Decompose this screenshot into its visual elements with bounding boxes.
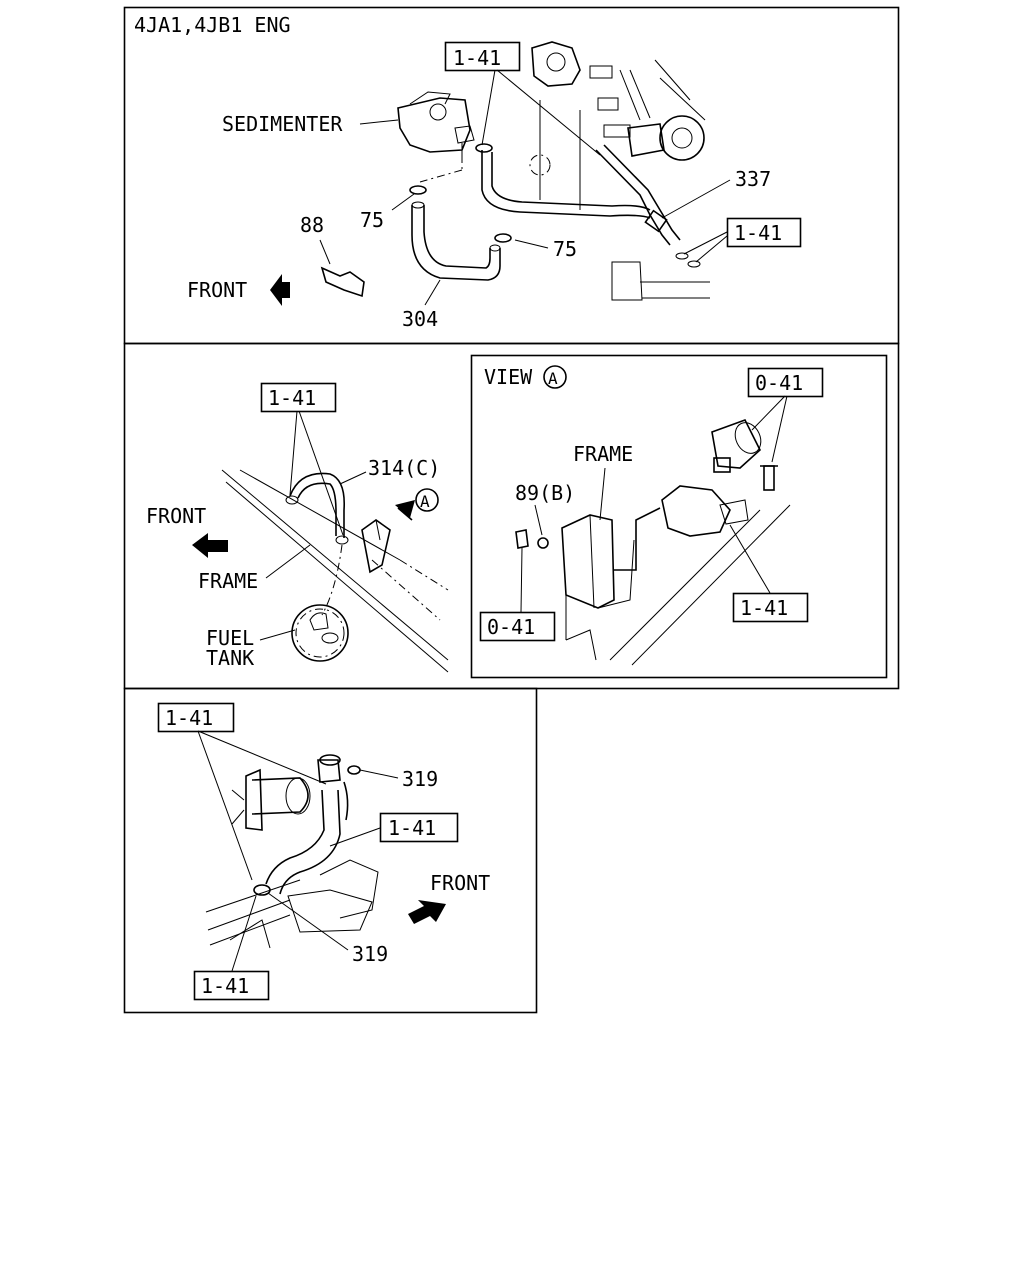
panel-engine: 4JA1,4JB1 ENG 1-41 SEDIMENTER 75 75 304	[134, 13, 802, 331]
tank-label: TANK	[206, 646, 254, 670]
ref-label-pump-top: 1-41	[165, 706, 213, 730]
ref-label-right: 1-41	[734, 221, 782, 245]
fuel-filter	[711, 419, 778, 491]
panel-view-a-frame	[470, 354, 888, 679]
hose-314c	[289, 472, 346, 538]
ref-label-view-bl: 0-41	[487, 615, 535, 639]
injection-pump	[529, 41, 706, 210]
ref-label-pump-bottom: 1-41	[201, 974, 249, 998]
part-314c: 314(C)	[368, 456, 440, 480]
view-a-circle	[543, 365, 567, 389]
part-75-a: 75	[360, 208, 384, 232]
view-marker-a: A	[420, 492, 430, 511]
ref-label-tank: 1-41	[268, 386, 316, 410]
sedimenter-label: SEDIMENTER	[222, 112, 343, 136]
filter-bracket	[561, 514, 615, 609]
part-88: 88	[300, 213, 324, 237]
ref-box-view-bl	[479, 611, 556, 642]
ref-label-top: 1-41	[453, 46, 501, 70]
ref-label-view-top: 0-41	[755, 371, 803, 395]
filter-clamp	[661, 485, 731, 537]
view-label: VIEW	[484, 365, 533, 389]
part-89b: 89(B)	[515, 481, 575, 505]
ref-label-view-br: 1-41	[740, 596, 788, 620]
hose-304-outer	[411, 205, 501, 281]
front-label-4: FRONT	[430, 871, 490, 895]
clamp-75-a	[409, 185, 427, 195]
frame-label-view: FRAME	[573, 442, 633, 466]
panel-pump: 1-41 319 1-41 FRONT	[157, 702, 490, 1001]
view-marker-a-circle	[415, 488, 439, 512]
ref-box-view-top	[747, 367, 824, 398]
ref-box-pump-mid	[379, 812, 459, 843]
front-arrow-4	[408, 900, 446, 924]
part-75-b: 75	[553, 237, 577, 261]
part-319-b: 319	[352, 942, 388, 966]
electric-pump	[231, 754, 341, 831]
panel-view-a: VIEW A 0-41 FRAME 89(B)	[479, 365, 824, 666]
ref-box-right	[726, 217, 802, 248]
ref-box-top	[444, 41, 521, 72]
washer-89b	[537, 537, 549, 549]
front-arrow-2	[192, 533, 228, 558]
ref-label-pump-mid: 1-41	[388, 816, 436, 840]
clamp-75-b	[494, 233, 512, 243]
ref-box-tank	[260, 382, 337, 413]
fuel-label: FUEL	[206, 626, 254, 650]
return-hose	[481, 150, 651, 219]
view-a-letter: A	[548, 369, 558, 388]
pump-hose	[265, 789, 325, 885]
front-label-1: FRONT	[187, 278, 247, 302]
ref-box-view-br	[732, 592, 809, 623]
front-label-2: FRONT	[146, 504, 206, 528]
engine-title: 4JA1,4JB1 ENG	[134, 13, 291, 37]
fuel-tank-sender	[291, 604, 349, 662]
clip-88	[320, 266, 365, 298]
ref-box-pump-top	[157, 702, 235, 733]
part-337: 337	[735, 167, 771, 191]
part-304: 304	[402, 307, 438, 331]
part-319-a: 319	[402, 767, 438, 791]
panel-pump-frame	[123, 687, 538, 1014]
panel-fuel-tank: 1-41 314(C) A FRONT FRAME FUEL TANK	[146, 382, 449, 673]
frame-label-1: FRAME	[198, 569, 258, 593]
ref-box-pump-bottom	[193, 970, 270, 1001]
sedimenter-unit	[397, 91, 475, 158]
front-arrow-1	[270, 274, 290, 306]
